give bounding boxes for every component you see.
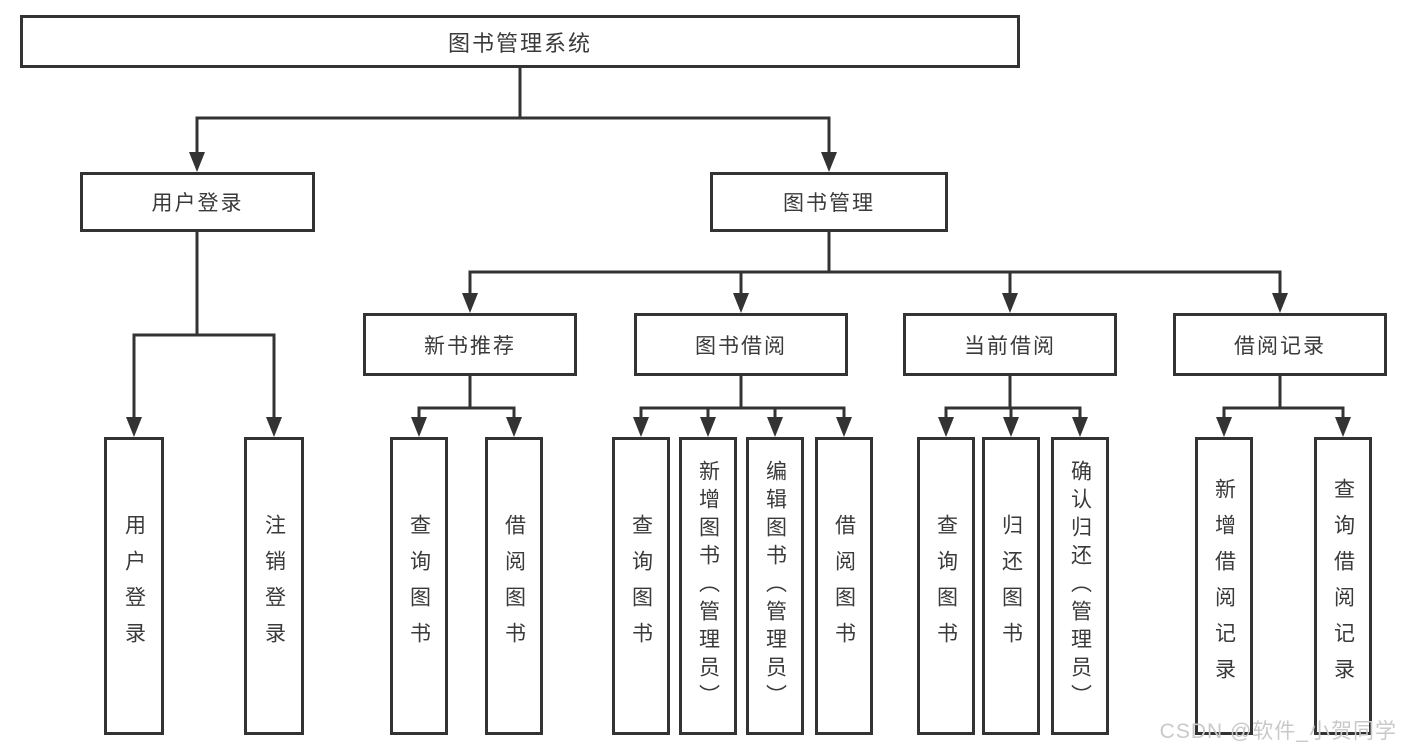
node-user-login-label: 用户登录: [151, 192, 244, 215]
leaf-bb-borrow-books: 借阅图书: [815, 437, 873, 735]
leaf-logout: 注销登录: [244, 437, 304, 735]
node-borrow-records: 借阅记录: [1173, 313, 1387, 376]
node-current-borrowing: 当前借阅: [903, 313, 1117, 376]
node-new-book-recommend-label: 新书推荐: [424, 334, 516, 358]
arrow-shafts: [132, 116, 1345, 423]
leaf-nb-borrow-books: 借阅图书: [485, 437, 543, 735]
node-root-label: 图书管理系统: [447, 30, 592, 56]
leaf-br-query-record-label: 查询借阅记录: [1331, 478, 1355, 694]
leaf-br-add-record: 新增借阅记录: [1195, 437, 1253, 735]
node-new-book-recommend: 新书推荐: [363, 313, 577, 376]
node-book-management: 图书管理: [710, 172, 948, 232]
leaf-bb-borrow-books-label: 借阅图书: [832, 514, 856, 658]
csdn-watermark: CSDN @软件_小贺同学: [1159, 720, 1397, 743]
node-book-borrowing: 图书借阅: [634, 313, 848, 376]
leaf-cb-confirm-return-admin: 确认归还（管理员）: [1051, 437, 1109, 735]
leaf-bb-query-books: 查询图书: [612, 437, 670, 735]
leaf-logout-label: 注销登录: [262, 514, 286, 658]
leaf-cb-query-books: 查询图书: [917, 437, 975, 735]
leaf-user-login-label: 用户登录: [122, 514, 146, 658]
leaf-bb-add-books-admin: 新增图书（管理员）: [679, 437, 737, 735]
node-root: 图书管理系统: [20, 15, 1020, 68]
leaf-bb-query-books-label: 查询图书: [629, 514, 653, 658]
node-user-login: 用户登录: [80, 172, 315, 232]
leaf-cb-return-books-label: 归还图书: [999, 514, 1023, 658]
leaf-nb-query-books: 查询图书: [390, 437, 448, 735]
leaf-bb-edit-books-admin-label: 编辑图书（管理员）: [763, 460, 787, 712]
arrow-heads: [126, 152, 1351, 437]
leaf-cb-query-books-label: 查询图书: [934, 514, 958, 658]
leaf-br-query-record: 查询借阅记录: [1314, 437, 1372, 735]
connector-segments: [132, 64, 1345, 410]
node-current-borrowing-label: 当前借阅: [964, 334, 1056, 358]
leaf-bb-edit-books-admin: 编辑图书（管理员）: [746, 437, 804, 735]
leaf-nb-borrow-books-label: 借阅图书: [502, 514, 526, 658]
node-book-borrowing-label: 图书借阅: [695, 334, 787, 358]
leaf-br-add-record-label: 新增借阅记录: [1212, 478, 1236, 694]
node-borrow-records-label: 借阅记录: [1234, 334, 1326, 358]
leaf-nb-query-books-label: 查询图书: [407, 514, 431, 658]
leaf-bb-add-books-admin-label: 新增图书（管理员）: [696, 460, 720, 712]
leaf-user-login: 用户登录: [104, 437, 164, 735]
node-book-management-label: 图书管理: [783, 192, 875, 215]
leaf-cb-return-books: 归还图书: [982, 437, 1040, 735]
leaf-cb-confirm-return-admin-label: 确认归还（管理员）: [1068, 460, 1092, 712]
